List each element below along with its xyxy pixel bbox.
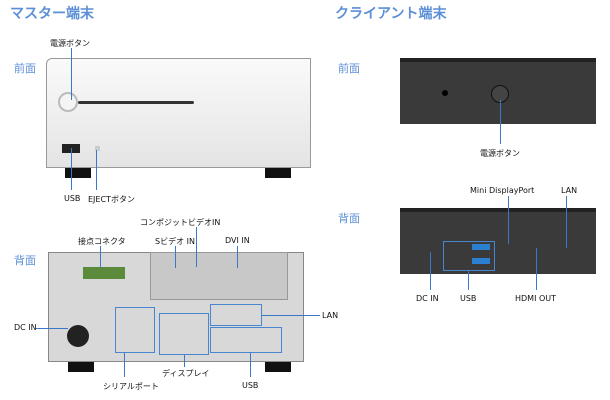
leader-line	[96, 150, 97, 190]
label-lan: LAN	[322, 311, 339, 320]
label-contact: 接点コネクタ	[78, 237, 126, 246]
foot	[68, 362, 94, 372]
usb3-port	[472, 244, 490, 250]
master-back-label: 背面	[14, 254, 36, 267]
label-usb: USB	[64, 194, 81, 203]
leader-line	[100, 246, 101, 268]
leader-line	[508, 196, 509, 244]
foot	[265, 168, 291, 178]
master-title: マスター端末	[10, 6, 94, 22]
leader-line	[262, 315, 320, 316]
client-title: クライアント端末	[335, 6, 447, 22]
client-back-label: 背面	[338, 212, 360, 225]
master-front-device	[46, 58, 311, 168]
label-power: 電源ボタン	[50, 39, 90, 48]
label-display: ディスプレイ	[162, 369, 210, 378]
leader-line	[468, 271, 469, 290]
leader-line	[71, 148, 72, 190]
dc-in-port	[67, 325, 89, 347]
lan-box	[210, 304, 262, 326]
leader-line	[566, 196, 567, 248]
label-svideo: Sビデオ IN	[155, 237, 195, 246]
usb3-port	[472, 258, 490, 264]
leader-line	[36, 328, 68, 329]
leader-line	[184, 355, 185, 367]
master-front-label: 前面	[14, 62, 36, 75]
leader-line	[536, 248, 537, 290]
client-back-device	[400, 208, 596, 274]
video-panel	[150, 252, 288, 300]
eject-button-icon[interactable]	[95, 146, 100, 151]
client-front-label: 前面	[338, 62, 360, 75]
label-serial: シリアルポート	[103, 382, 159, 391]
label-composite: コンポジットビデオIN	[140, 218, 221, 227]
client-label-dc-in: DC IN	[416, 294, 439, 303]
leader-line	[237, 246, 238, 268]
label-dc-in: DC IN	[14, 323, 37, 332]
leader-line	[196, 227, 197, 267]
client-label-power: 電源ボタン	[480, 149, 520, 158]
label-mdp: Mini DisplayPort	[470, 186, 535, 195]
power-button-icon[interactable]	[58, 92, 78, 112]
label-eject: EJECTボタン	[88, 195, 135, 204]
leader-line	[175, 246, 176, 268]
client-label-usb: USB	[460, 294, 477, 303]
audio-jack	[442, 90, 448, 96]
foot	[65, 168, 91, 178]
leader-line	[124, 353, 125, 377]
label-dvi-in: DVI IN	[225, 236, 250, 245]
label-hdmi: HDMI OUT	[515, 294, 557, 303]
display-box	[159, 313, 209, 355]
leader-line	[71, 48, 72, 100]
leader-line	[500, 100, 501, 144]
serial-box	[115, 307, 155, 353]
leader-line	[250, 353, 251, 377]
led-bar	[78, 101, 194, 104]
client-label-lan: LAN	[561, 186, 578, 195]
client-usb-box	[443, 241, 495, 271]
foot	[265, 362, 291, 372]
leader-line	[430, 252, 431, 290]
usb-box	[210, 327, 282, 353]
label-usb: USB	[242, 381, 259, 390]
contact-connector	[83, 267, 125, 279]
